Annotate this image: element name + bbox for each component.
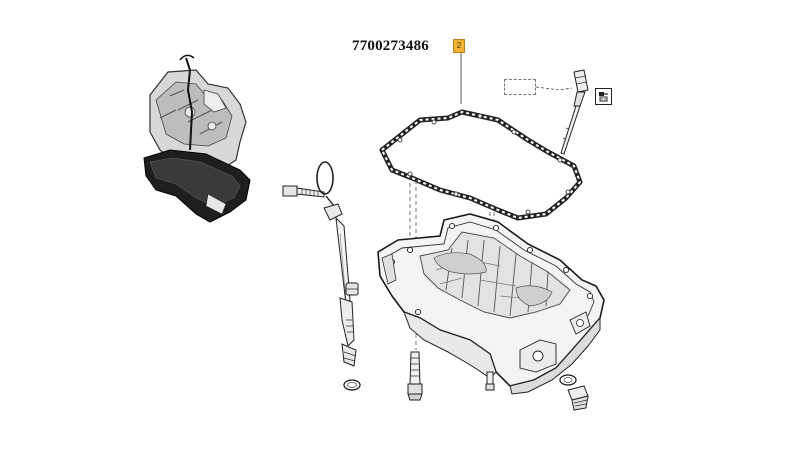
pan-bolt-long[interactable] [282,185,325,198]
drain-plug-washer[interactable] [559,374,577,386]
reference-placeholder-box [504,79,536,95]
dipstick-guide-tube[interactable] [316,161,359,367]
tool-icon-glyph [599,92,608,102]
engine-assembly-thumbnail[interactable] [143,54,251,223]
dipstick-tool-icon[interactable] [595,88,612,105]
oil-pan[interactable] [377,213,605,395]
oil-pan-gasket[interactable] [379,109,583,221]
pan-bolt-vertical[interactable] [407,351,423,401]
callout-badge[interactable]: 2 [453,39,465,53]
part-number-label[interactable]: 7700273486 [352,38,429,54]
pan-bolt-short[interactable] [485,371,495,391]
drain-plug[interactable] [567,385,589,411]
reference-leader-line [535,86,573,91]
oil-dipstick[interactable] [560,69,589,155]
o-ring-seal[interactable] [343,379,361,391]
